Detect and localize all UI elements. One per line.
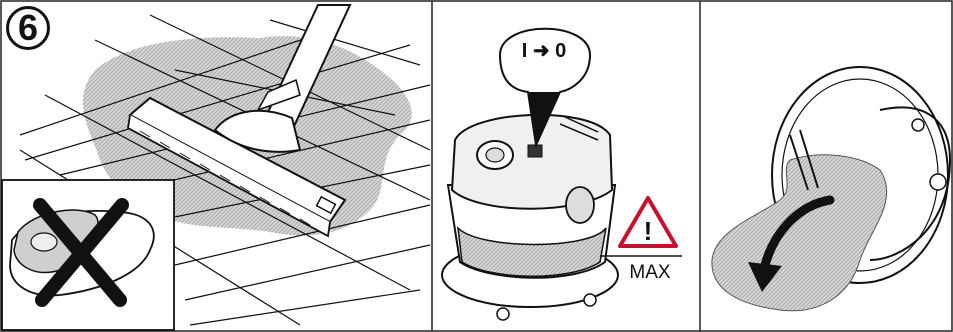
step-number: 6 (6, 6, 50, 50)
right-arrow-icon: ➜ (532, 40, 550, 62)
panel-2: ! (441, 27, 682, 321)
floor-nozzle-icon (127, 96, 347, 238)
do-not-use-icon (9, 198, 155, 307)
dirt-bag (711, 154, 888, 312)
panel-1 (1, 4, 431, 331)
warning-symbol: ! (644, 216, 653, 246)
curved-arrow-icon (748, 195, 835, 292)
switch-off-label: 0 (555, 40, 567, 62)
vacuum-canister-icon (441, 113, 619, 321)
panel-3 (711, 66, 952, 312)
switch-label: I ➜ 0 (502, 38, 586, 63)
switch-callout (498, 27, 592, 149)
warning-triangle-icon: ! (618, 196, 678, 248)
switch-on-label: I (521, 40, 528, 62)
max-label: MAX (629, 262, 671, 283)
